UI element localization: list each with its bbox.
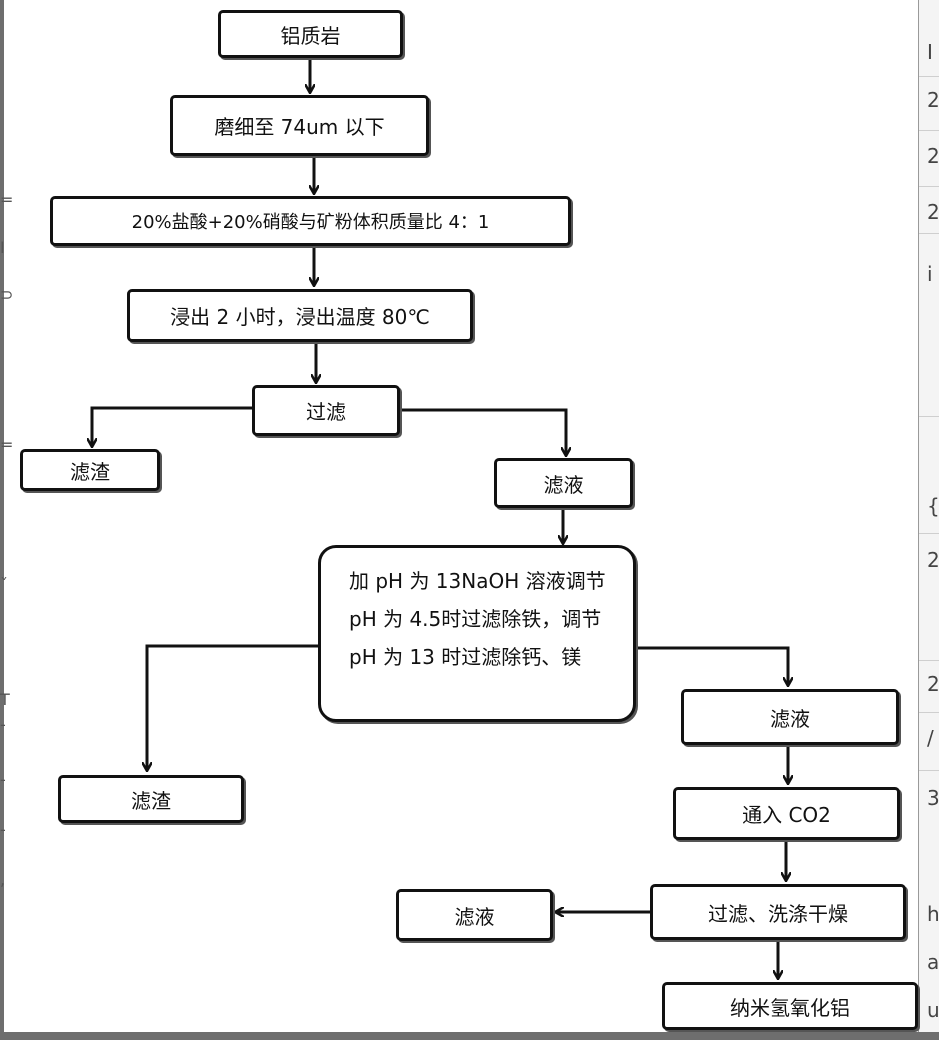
step-filter-1: 过滤	[252, 385, 400, 436]
edge-fragment: a	[927, 950, 939, 974]
product-nano-aluminum-hydroxide: 纳米氢氧化铝	[662, 982, 918, 1030]
step-bauxite-ore: 铝质岩	[218, 10, 403, 58]
edge-fragment-left: ⊃	[0, 285, 14, 304]
output-filtrate-2: 滤液	[681, 689, 899, 745]
step-ph-adjust: 加 pH 为 13NaOH 溶液调节 pH 为 4.5时过滤除铁，调节 pH 为…	[318, 545, 636, 722]
edge-fragment-left: -	[0, 770, 6, 789]
edge-fragment-left: ,	[0, 870, 6, 889]
edge-fragment: 2	[927, 672, 939, 696]
edge-fragment-left: -	[0, 820, 6, 839]
step-grind: 磨细至 74um 以下	[170, 95, 429, 156]
edge-fragment: 2	[927, 548, 939, 572]
window-frame-left	[0, 0, 4, 1040]
edge-fragment-left: ˇ	[0, 575, 8, 594]
edge-fragment: 2	[927, 200, 939, 224]
edge-fragment: u	[927, 998, 939, 1022]
step-leach: 浸出 2 小时，浸出温度 80℃	[127, 289, 473, 342]
edge-fragment: ⅰ	[927, 262, 933, 286]
arrow-adjust-to-filtrate	[636, 646, 788, 685]
output-residue-2: 滤渣	[58, 775, 244, 823]
window-frame-bottom	[0, 1032, 939, 1040]
step-filter-wash-dry: 过滤、洗涤干燥	[650, 884, 906, 940]
output-residue-1: 滤渣	[20, 449, 160, 491]
edge-fragment: /	[927, 726, 934, 750]
arrow-adjust-to-residue	[147, 644, 318, 770]
edge-fragment-left: I	[0, 238, 5, 257]
edge-fragment: 2	[927, 88, 939, 112]
step-acid-mix: 20%盐酸+20%硝酸与矿粉体积质量比 4：1	[50, 196, 571, 246]
edge-fragment: {	[927, 494, 939, 518]
edge-fragment-left: T	[0, 690, 10, 709]
edge-fragment: h	[927, 902, 939, 926]
step-add-co2: 通入 CO2	[673, 787, 900, 840]
edge-fragment: 2	[927, 144, 939, 168]
arrow-filter-to-filtrate	[400, 408, 566, 455]
edge-fragment: 3	[927, 786, 939, 810]
edge-fragment-left: =	[0, 435, 14, 454]
output-filtrate-3: 滤液	[396, 889, 553, 941]
edge-fragment-left: =	[0, 190, 14, 209]
arrow-filter-to-residue	[92, 406, 252, 446]
output-filtrate-1: 滤液	[494, 458, 633, 508]
edge-fragment: Ⅰ	[927, 40, 933, 64]
adjacent-panel-edge: Ⅰ 2 2 2 ⅰ { 2 2 / 3 h a u	[918, 0, 939, 1032]
edge-fragment-left: -	[0, 715, 6, 734]
